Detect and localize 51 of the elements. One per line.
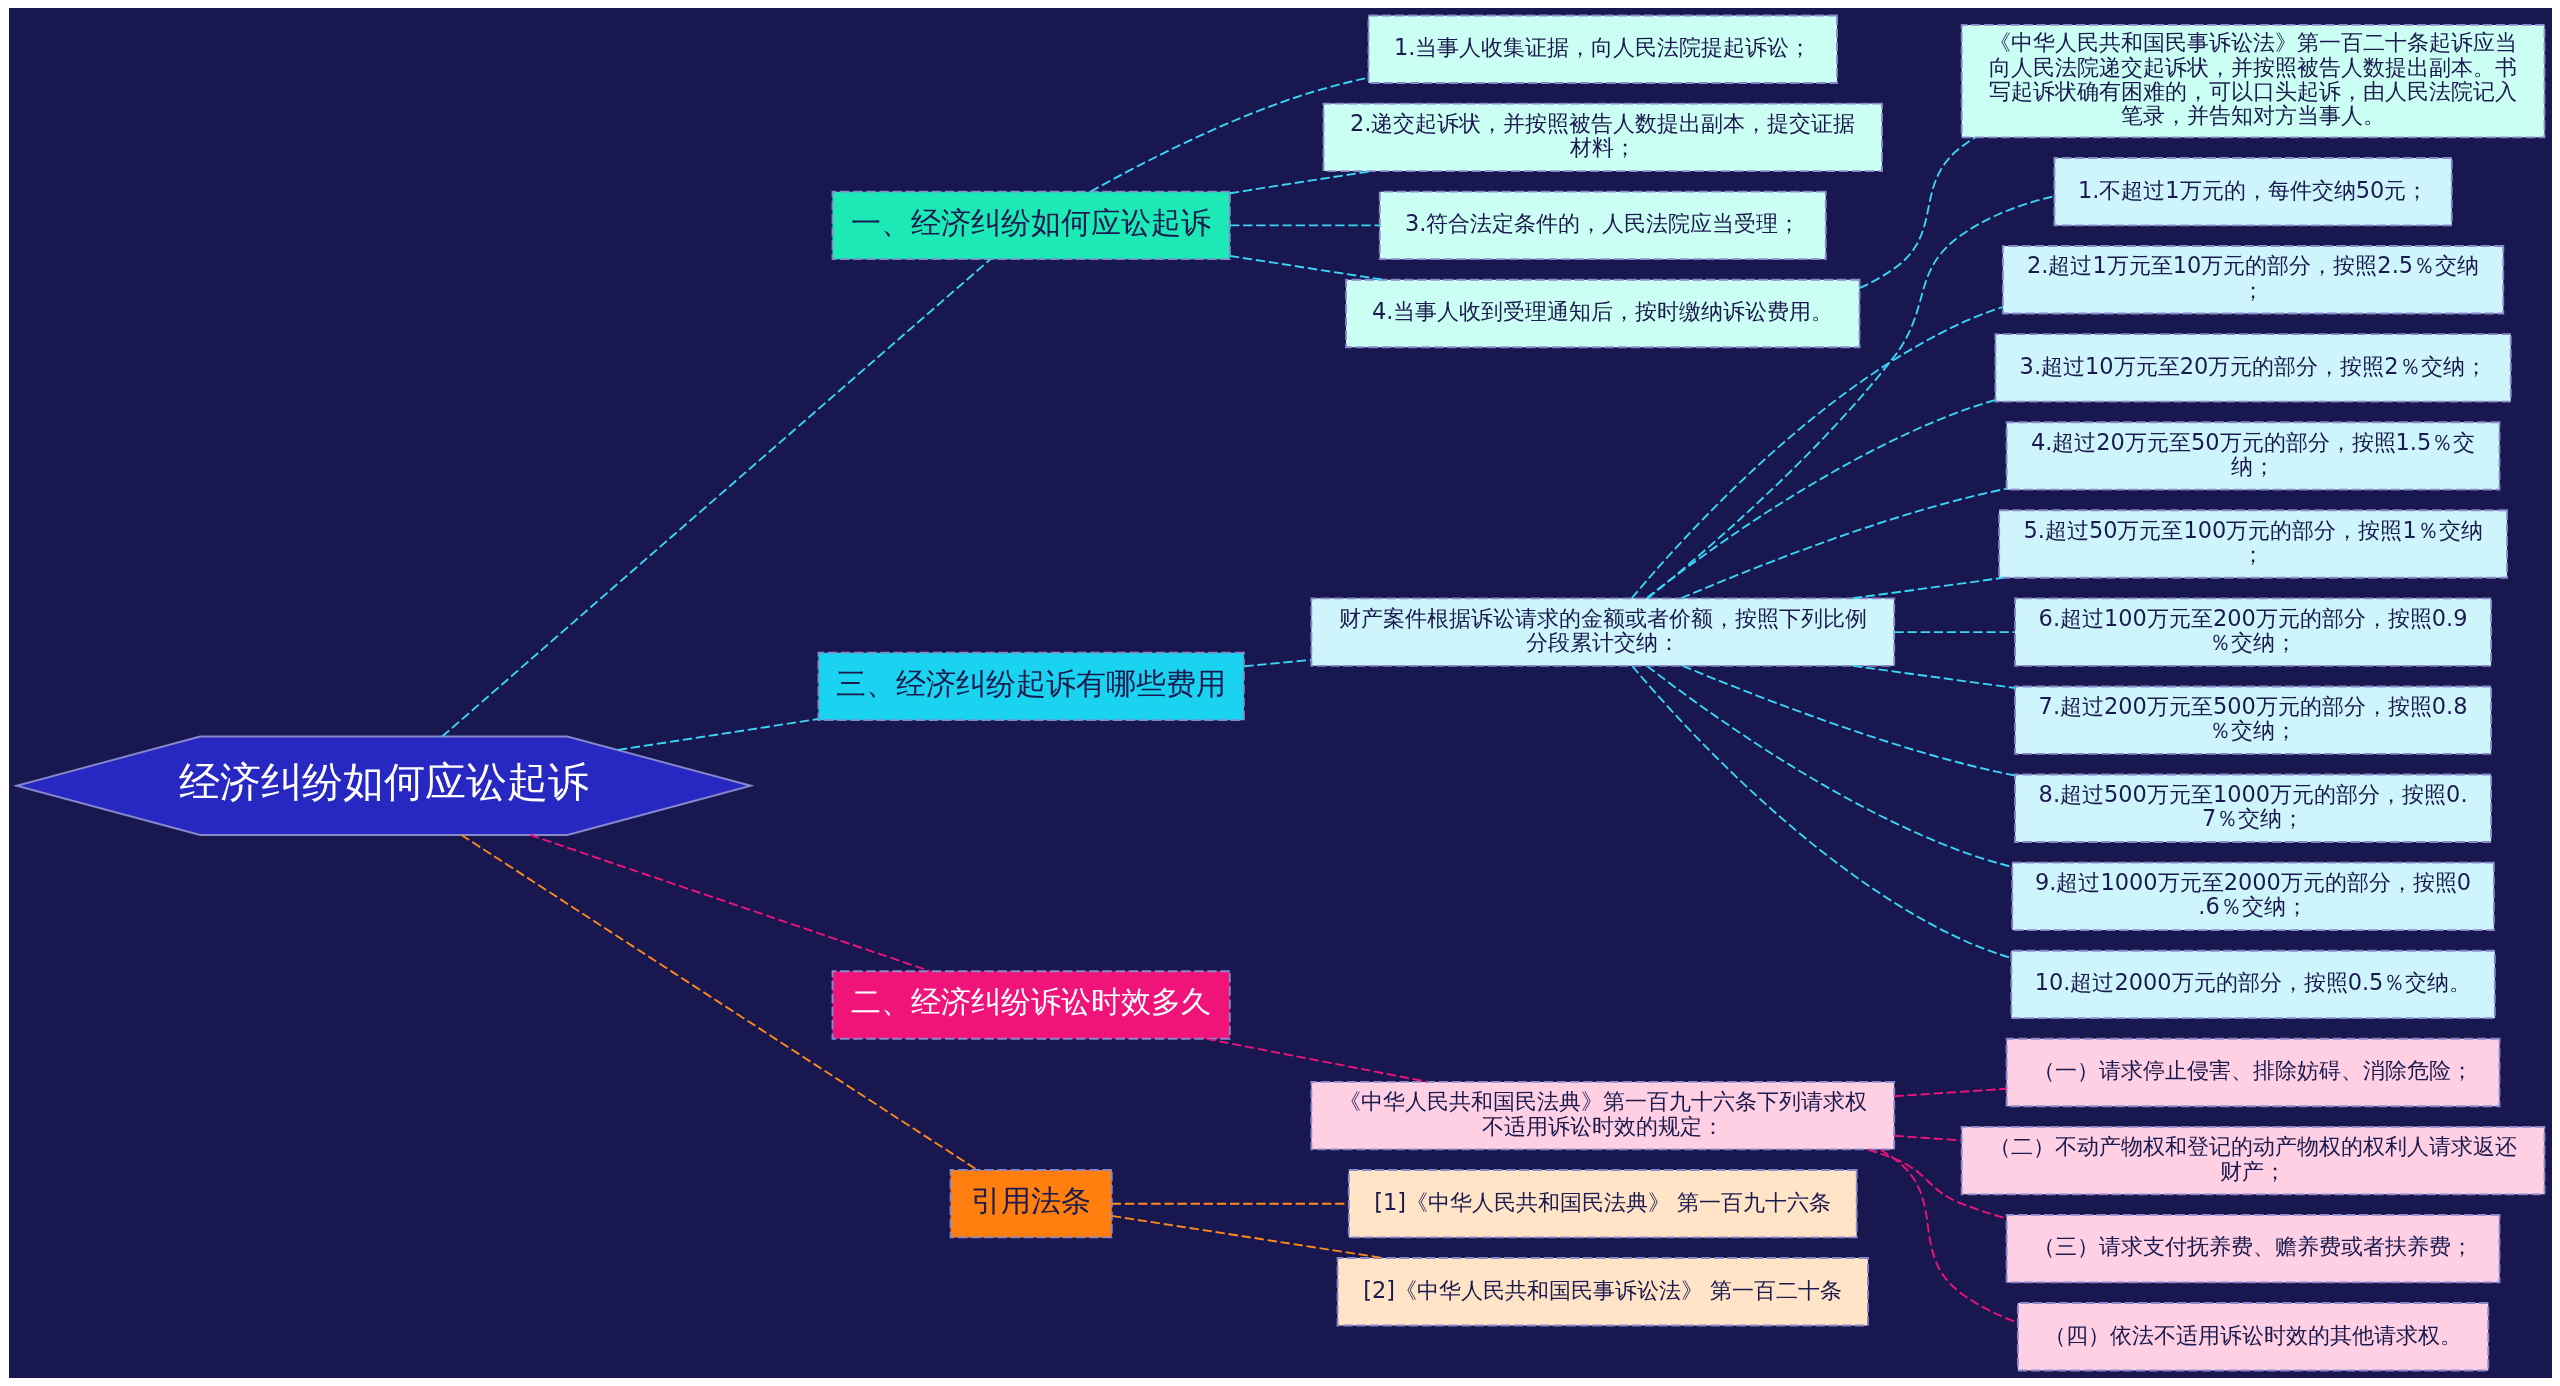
connector: [1851, 664, 2016, 689]
node-box: 1.不超过1万元的，每件交纳50元；: [2053, 157, 2453, 227]
node-box: 财产案件根据诉讼请求的金额或者价额，按照下列比例分段累计交纳：: [1309, 597, 1895, 667]
node-box: [2]《中华人民共和国民事诉讼法》 第一百二十条: [1336, 1257, 1869, 1327]
node-box: 7.超过200万元至500万元的部分，按照0.8％交纳；: [2013, 685, 2492, 755]
node-box: 4.当事人收到受理通知后，按时缴纳诉讼费用。: [1344, 278, 1860, 349]
node-box: 4.超过20万元至50万元的部分，按照1.5％交纳；: [2005, 421, 2500, 491]
node-box: [1]《中华人民共和国民法典》 第一百九十六条: [1347, 1169, 1858, 1239]
connector: [528, 834, 931, 973]
connector: [1681, 664, 2016, 777]
node-box: 9.超过1000万元至2000万元的部分，按照0.6％交纳；: [2010, 861, 2495, 931]
connector: [1645, 399, 1996, 599]
node-box: 8.超过500万元至1000万元的部分，按照0.7％交纳；: [2013, 773, 2492, 843]
connector: [1228, 224, 1380, 227]
node-box: 3.超过10万元至20万元的部分，按照2％交纳；: [1993, 333, 2512, 403]
connector: [1646, 195, 2055, 600]
connector: [459, 834, 978, 1171]
node-box: （三）请求支付抚养费、赡养费或者扶养费；: [2005, 1214, 2500, 1284]
connector: [616, 718, 819, 751]
node-box: 6.超过100万元至200万元的部分，按照0.9％交纳；: [2013, 597, 2492, 667]
node-box: 2.递交起诉状，并按照被告人数提出副本，提交证据材料；: [1322, 102, 1883, 172]
connector: [1630, 306, 2004, 600]
node-box: 三、经济纠纷起诉有哪些费用: [817, 651, 1245, 722]
node-box: （二）不动产物权和登记的动产物权的权利人请求返还财产；: [1960, 1125, 2545, 1196]
connector: [1243, 658, 1312, 668]
node-box: 10.超过2000万元的部分，按照0.5％交纳。: [2009, 949, 2496, 1020]
connector: [1866, 1148, 2007, 1220]
connector: [1858, 136, 1976, 290]
connector: [1205, 1037, 1428, 1083]
node-box: 1.当事人收集证据，向人民法院提起诉讼；: [1367, 14, 1838, 84]
node-box: 《中华人民共和国民法典》第一百九十六条下列请求权不适用诉讼时效的规定：: [1309, 1080, 1895, 1151]
connector: [1892, 1087, 2007, 1098]
node-box: 5.超过50万元至100万元的部分，按照1％交纳；: [1997, 509, 2508, 579]
node-box: 《中华人民共和国民事诉讼法》第一百二十条起诉应当向人民法院递交起诉状，并按照被告人数提出副本。书写起诉状确有困难的，可以口头起诉，由人民法院记入笔录，并告知对方当事人。: [1960, 23, 2545, 139]
connector: [1645, 665, 2013, 868]
node-box: 2.超过1万元至10万元的部分，按照2.5％交纳；: [2001, 245, 2504, 315]
connector: [1892, 1134, 1963, 1142]
node-box: （一）请求停止侵害、排除妨碍、消除危险；: [2005, 1037, 2500, 1108]
connector: [1110, 1202, 1350, 1205]
connector: [1892, 631, 2016, 634]
connector: [440, 258, 991, 738]
connector: [1110, 1215, 1384, 1259]
node-box: 二、经济纠纷诉讼时效多久: [831, 970, 1231, 1040]
connector: [1851, 576, 2004, 600]
node-box: 引用法条: [949, 1169, 1113, 1239]
connector: [1630, 665, 2012, 959]
node-box: （四）依法不适用诉讼时效的其他请求权。: [2016, 1302, 2489, 1372]
connector: [1679, 487, 2007, 600]
node-box: 3.符合法定条件的，人民法院应当受理；: [1378, 190, 1827, 261]
node-box: 一、经济纠纷如何应讼起诉: [831, 190, 1231, 261]
connector: [1228, 255, 1384, 281]
